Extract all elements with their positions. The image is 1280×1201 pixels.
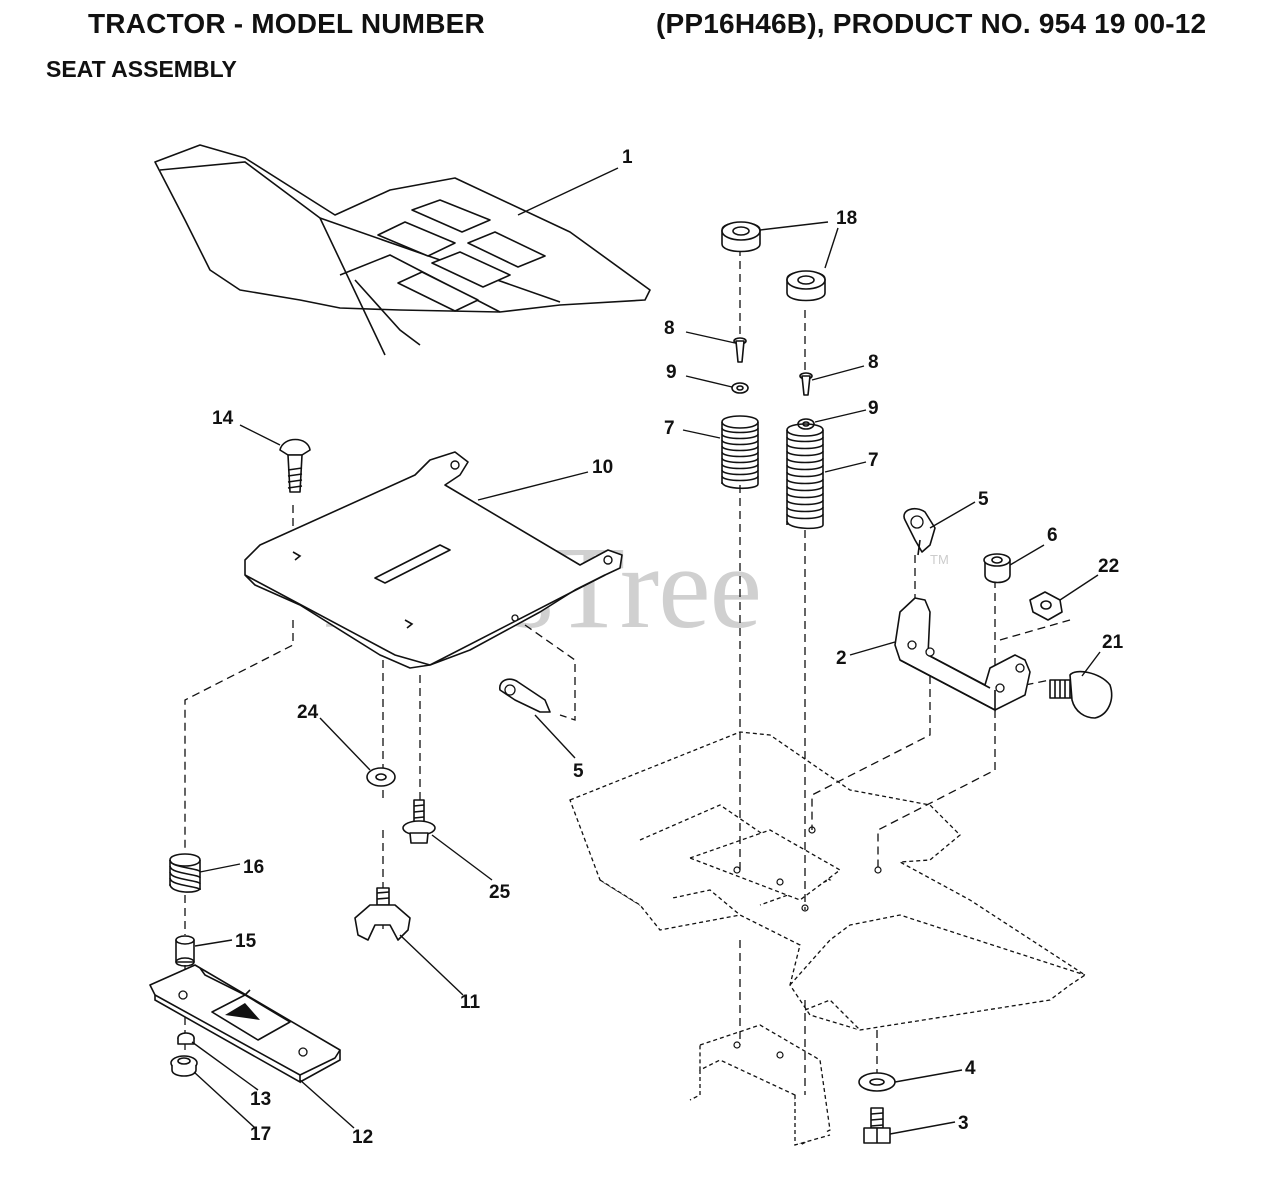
callout-9-right: 9 [868,398,879,419]
callout-7-right: 7 [868,450,879,471]
callout-18: 18 [836,208,857,229]
callout-14: 14 [212,408,234,429]
callout-6: 6 [1047,525,1058,546]
callout-13: 13 [250,1089,271,1110]
washer-4 [858,1072,896,1092]
nut-13 [177,1032,195,1045]
header-title-right: (PP16H46B), PRODUCT NO. 954 19 00-12 [656,8,1207,39]
callout-labels: 1 18 8 8 9 9 7 7 14 10 5 6 22 2 21 24 5 … [212,147,1124,1148]
knob [354,887,411,941]
callout-11: 11 [460,992,481,1013]
callout-8-left: 8 [664,318,675,339]
washer-9-left [731,382,749,394]
spacer [175,935,195,967]
callout-3: 3 [958,1113,969,1134]
spring-left [721,415,759,490]
callout-9-left: 9 [666,362,677,383]
hex-bolt-3 [863,1107,891,1144]
leader-lines [191,167,1101,1135]
watermark-trademark: TM [930,552,949,567]
bumper-left [721,221,761,253]
header-subtitle: SEAT ASSEMBLY [46,56,237,82]
slide-plate [149,964,341,1084]
callout-16: 16 [243,857,264,878]
washer-24 [366,767,396,787]
callout-4: 4 [965,1058,976,1079]
seat-bracket [894,597,1031,712]
callout-24: 24 [297,702,319,723]
header-title-left: TRACTOR - MODEL NUMBER [88,8,485,39]
callout-21: 21 [1102,632,1124,653]
callout-5-right: 5 [978,489,989,510]
shoulder-bolt [402,799,436,844]
callout-8-right: 8 [868,352,879,373]
nut-6 [983,553,1011,584]
callout-7-left: 7 [664,418,675,439]
pin-left [733,337,747,363]
callout-1: 1 [622,147,633,168]
callout-5-left: 5 [573,761,584,782]
callout-17: 17 [250,1124,271,1145]
pin-right [799,372,813,396]
callout-2: 2 [836,648,847,669]
tractor-frame [569,731,1087,1147]
callout-12: 12 [352,1127,373,1148]
seat [154,144,651,356]
bumper-right [786,270,826,302]
seat-spring [169,853,201,893]
callout-22: 22 [1098,556,1119,577]
clip-right [903,508,936,556]
callout-25: 25 [489,882,511,903]
clip-left [499,678,551,713]
callout-15: 15 [235,931,257,952]
seat-pan [244,451,623,669]
knob-bolt-21 [1049,670,1113,719]
spring-right [786,423,824,530]
flange-nut-17 [170,1055,198,1077]
carriage-bolt [279,438,311,493]
callout-10: 10 [592,457,613,478]
nut-22 [1029,591,1063,621]
